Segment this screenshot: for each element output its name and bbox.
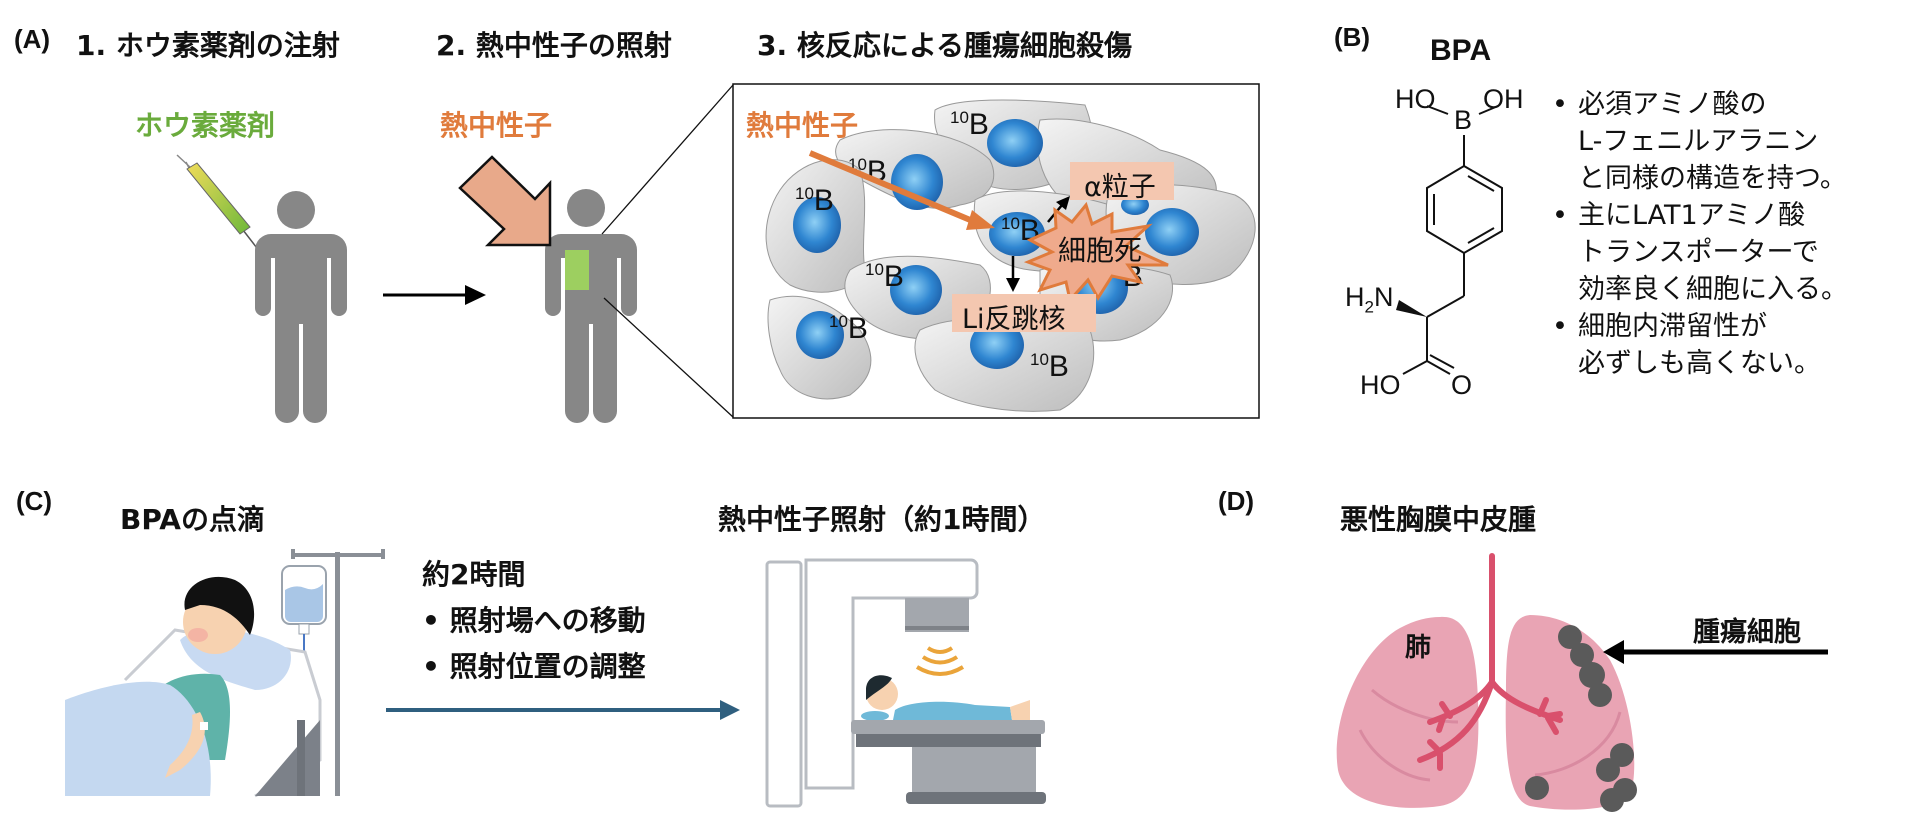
tumor-nodule xyxy=(1570,643,1594,667)
step-1-title: 1. ホウ素薬剤の注射 xyxy=(76,29,340,62)
progress-arrow xyxy=(383,285,486,305)
cell-death-label: 細胞死 xyxy=(1058,234,1143,267)
flow-arrow xyxy=(386,700,740,720)
li-recoil-label: Li反跳核 xyxy=(962,304,1066,335)
tumor-nodule xyxy=(1558,625,1582,649)
iv-drip-patient-illustration xyxy=(65,549,385,798)
irradiation-title: 熱中性子照射（約1時間） xyxy=(718,503,1046,536)
neutron-irradiation-machine-illustration xyxy=(765,558,1046,808)
mesothelioma-title: 悪性胸膜中皮腫 xyxy=(1340,503,1537,536)
tumor-nodule xyxy=(1610,743,1634,767)
step-2-title: 2. 熱中性子の照射 xyxy=(436,29,672,62)
boron-atom: B xyxy=(1454,105,1473,135)
boron-10-label: 10B xyxy=(1030,350,1069,383)
tumor-nodules xyxy=(1525,625,1637,812)
transition-duration: 約2時間 xyxy=(422,558,526,591)
bpa-property-item: • 主にLAT1アミノ酸 トランスポーターで 効率良く細胞に入る。 xyxy=(1552,200,1848,305)
boron-10-label: 10B xyxy=(950,108,989,141)
tumor-pointer-arrow xyxy=(1603,640,1828,664)
ho-left-atom: HO xyxy=(1395,84,1436,114)
step-3-title: 3. 核反応による腫瘍細胞殺傷 xyxy=(757,29,1133,62)
cell-nucleus xyxy=(970,321,1024,369)
boron-10-label: 10B xyxy=(865,260,904,293)
boron-10-label: 10B xyxy=(795,184,834,217)
alpha-label-box xyxy=(1070,162,1174,200)
cell-nucleus xyxy=(793,197,841,253)
neutron-path-arrow xyxy=(808,150,977,225)
panel-c-label: (C) xyxy=(16,486,53,516)
bpa-property-item: • 細胞内滞留性が 必ずしも高くない。 xyxy=(1552,311,1821,379)
tumor-nodule xyxy=(1579,662,1605,688)
neutron-path-arrowhead xyxy=(966,210,995,230)
boron-10-label: 10B xyxy=(829,312,868,345)
inset-neutron-label: 熱中性子 xyxy=(746,109,859,142)
bpa-properties-list: • 必須アミノ酸の L-フェニルアラニン と同様の構造を持つ。 • 主にLAT1… xyxy=(1552,86,1848,382)
tumor-region xyxy=(565,250,589,290)
transition-task: • 照射場への移動 xyxy=(422,604,646,637)
alpha-particle-label: α粒子 xyxy=(1084,172,1156,203)
cell-nucleus xyxy=(1145,208,1199,256)
acid-oh-atom: HO xyxy=(1360,370,1401,400)
panel-d-label: (D) xyxy=(1218,486,1255,516)
bpa-title: BPA xyxy=(1430,34,1492,67)
infusion-title: BPAの点滴 xyxy=(120,503,265,536)
oh-right-atom: OH xyxy=(1483,84,1524,114)
neutron-label: 熱中性子 xyxy=(440,109,553,142)
tumor-nodule xyxy=(1588,683,1612,707)
cell-nucleus xyxy=(796,311,844,359)
amine-group: H2N xyxy=(1345,282,1394,317)
cell-nucleus xyxy=(989,212,1045,256)
tumor-nodule xyxy=(1596,758,1620,782)
tumor-nodule xyxy=(1600,788,1624,812)
li-direction-arrowhead xyxy=(1006,278,1020,292)
zoom-line-top xyxy=(601,84,734,235)
neutron-beam-arrow xyxy=(458,155,552,247)
acid-o-atom: O xyxy=(1451,370,1473,400)
cell-nucleus xyxy=(891,154,943,210)
person-figure-1 xyxy=(255,191,347,423)
cell-nucleus xyxy=(890,265,942,315)
panel-a-label: (A) xyxy=(14,24,51,54)
airway xyxy=(1417,553,1563,771)
panel-b-label: (B) xyxy=(1334,22,1371,52)
zoom-line-bottom xyxy=(603,297,734,418)
tumor-nodule xyxy=(1525,776,1549,800)
boron-drug-label: ホウ素薬剤 xyxy=(135,109,276,142)
transition-info: 約2時間 • 照射場への移動 • 照射位置の調整 xyxy=(422,548,646,694)
lung-label: 肺 xyxy=(1405,633,1432,663)
syringe-icon xyxy=(176,154,261,253)
cell-death-burst-icon xyxy=(1023,201,1169,304)
alpha-direction-arrowhead xyxy=(1056,196,1070,210)
transition-task: • 照射位置の調整 xyxy=(422,650,646,683)
li-label-box xyxy=(952,294,1096,332)
bpa-property-item: • 必須アミノ酸の L-フェニルアラニン と同様の構造を持つ。 xyxy=(1552,89,1847,194)
cell-nucleus xyxy=(987,119,1043,167)
tumor-cell-label: 腫瘍細胞 xyxy=(1693,617,1801,648)
